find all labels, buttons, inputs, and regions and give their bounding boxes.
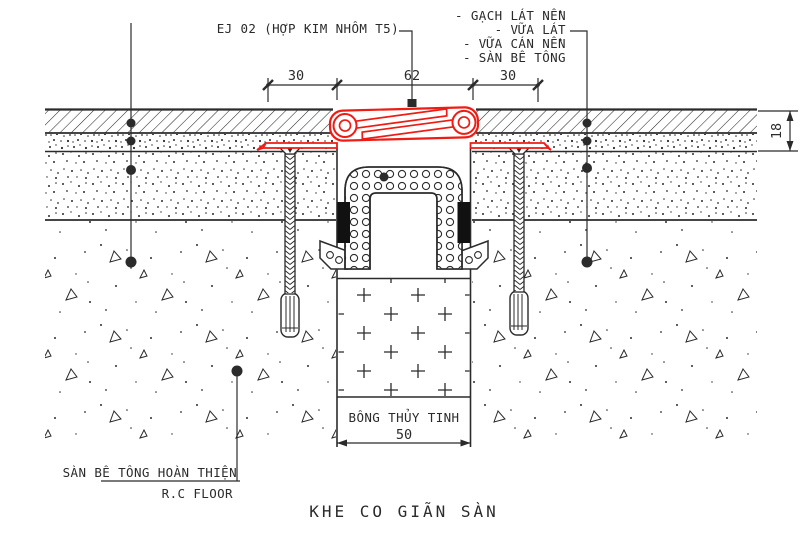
dim-finish-depth-value: 18 <box>769 123 785 139</box>
label-concrete: - SÀN BÊ TÔNG <box>463 50 566 65</box>
profile-body <box>328 106 480 142</box>
floor-label-en: R.C FLOOR <box>162 486 233 501</box>
glasswool-label: BÔNG THỦY TINH <box>349 409 460 425</box>
dim-joint-width-value: 62 <box>404 68 420 84</box>
label-screed: - VỮA CÁN NỀN <box>463 36 566 51</box>
dimension-wool-width: 50 <box>337 427 471 447</box>
floor-label: SÀN BÊ TÔNG HOÀN THIỆN <box>63 465 237 480</box>
rubber-gasket <box>319 166 489 270</box>
gasket-side-block-right <box>457 202 470 243</box>
profile-flange-left <box>256 142 338 151</box>
tile-layer <box>45 108 757 134</box>
leader-left-layers <box>125 23 137 268</box>
gasket-dot <box>379 172 389 182</box>
layer-callout-labels: - GẠCH LÁT NỀN - VỮA LÁT - VỮA CÁN NỀN -… <box>455 8 566 65</box>
anchor-screw-left <box>277 146 303 338</box>
dim-flange-right-value: 30 <box>500 68 516 84</box>
drawing-title: KHE CO GIÃN SÀN <box>309 502 499 521</box>
label-tile: - GẠCH LÁT NỀN <box>455 8 566 23</box>
anchor-screw-right <box>506 146 532 336</box>
profile-flange-right <box>469 142 552 151</box>
dim-wool-width-value: 50 <box>396 427 412 443</box>
label-adhesive: - VỮA LÁT <box>495 22 566 37</box>
leader-right-layers <box>570 30 593 268</box>
dimension-finish-depth: 18 <box>758 110 798 152</box>
gasket-side-block-left <box>337 202 350 243</box>
glass-wool-infill <box>337 277 471 398</box>
leader-floor <box>101 365 243 482</box>
dimension-top: 30 62 30 <box>262 68 544 102</box>
profile-callout-label: EJ 02 (HỢP KIM NHÔM T5) <box>217 21 399 36</box>
leader-lines <box>101 23 593 482</box>
aluminum-profile <box>256 106 552 151</box>
leader-profile <box>399 30 417 107</box>
dim-flange-left-value: 30 <box>288 68 304 84</box>
